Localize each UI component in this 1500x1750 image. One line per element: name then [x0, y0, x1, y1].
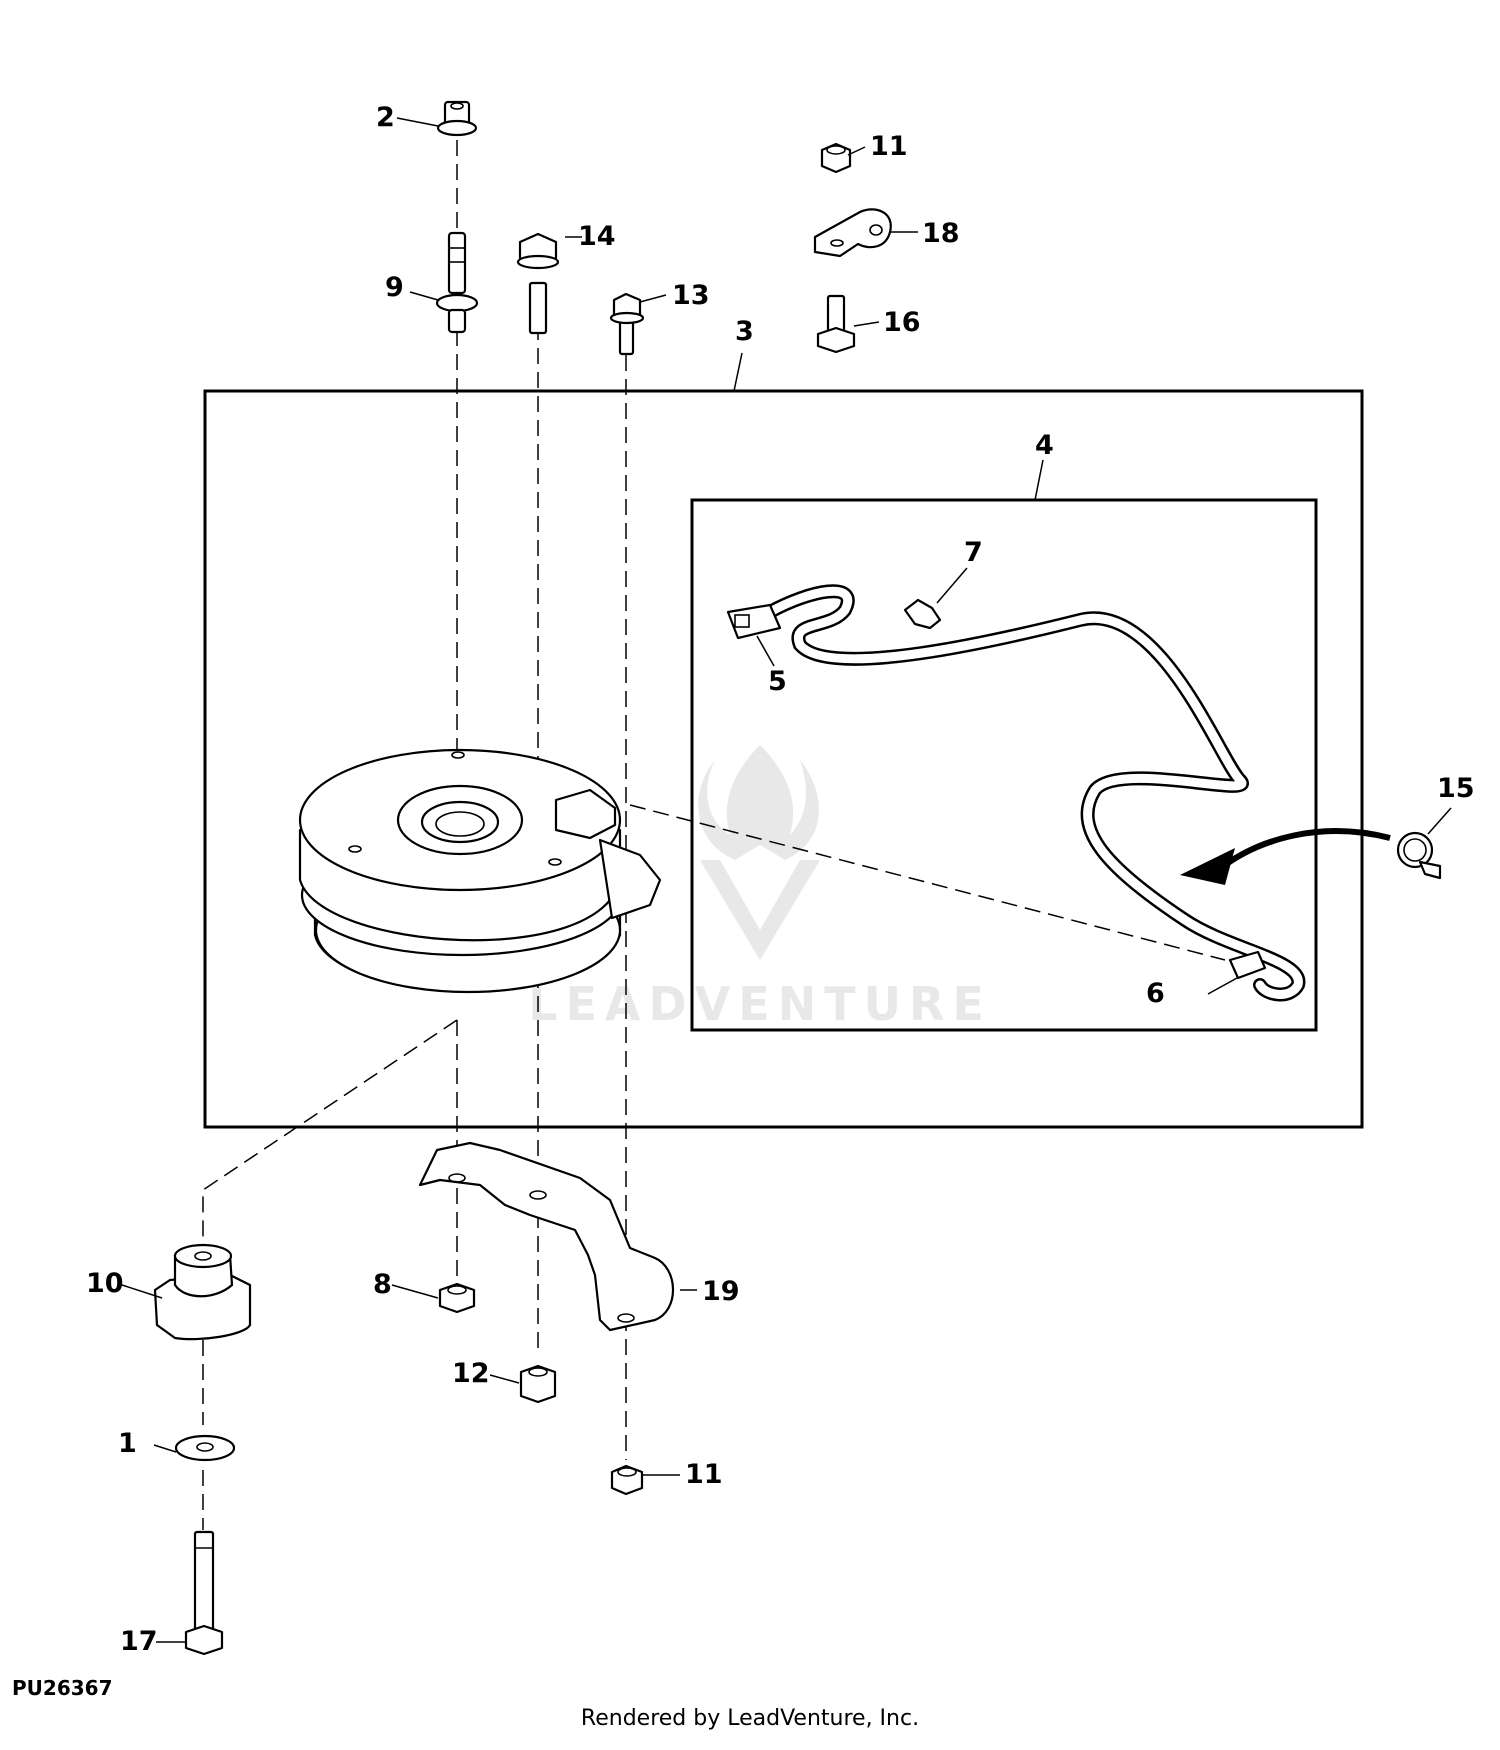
part-16-bolt — [816, 294, 856, 354]
part-2-cap — [436, 100, 478, 137]
clutch-kit-frame — [203, 389, 1364, 1129]
callout-19: 19 — [702, 1276, 740, 1307]
callout-labels: 2 11 18 14 9 13 16 3 4 7 5 6 15 10 8 19 … — [86, 102, 1475, 1657]
part-8-nut — [438, 1282, 476, 1314]
watermark: LEADVENTURE — [528, 745, 992, 1031]
part-18-clamp — [813, 208, 892, 258]
callout-4: 4 — [1035, 430, 1054, 461]
callout-2: 2 — [376, 102, 395, 133]
callout-11-bottom: 11 — [685, 1459, 723, 1490]
wire-harness-frame — [690, 498, 1318, 1032]
callout-15: 15 — [1437, 773, 1475, 804]
callout-11-top: 11 — [870, 131, 908, 162]
part-11-nut-bottom — [610, 1464, 644, 1496]
watermark-flame-icon — [698, 745, 819, 860]
electric-clutch — [298, 748, 662, 994]
callout-5: 5 — [768, 666, 787, 697]
callout-3: 3 — [735, 316, 754, 347]
part-14-bolt — [516, 232, 560, 335]
callout-17: 17 — [120, 1626, 158, 1657]
callout-18: 18 — [922, 218, 960, 249]
callout-14: 14 — [578, 221, 616, 252]
part-19-bracket — [418, 1141, 675, 1332]
callout-12: 12 — [452, 1358, 490, 1389]
part-11-nut-top — [820, 142, 852, 174]
part-13-bolt — [609, 292, 645, 356]
part-7-clip — [903, 598, 942, 630]
leader-lines — [121, 117, 1452, 1643]
callout-16: 16 — [883, 307, 921, 338]
watermark-text: LEADVENTURE — [528, 977, 992, 1031]
callout-9: 9 — [385, 272, 404, 303]
part-12-nut — [519, 1364, 557, 1404]
part-4-wire-harness — [726, 584, 1306, 1002]
part-5-connector — [726, 603, 782, 640]
part-17-bolt — [184, 1530, 224, 1656]
part-10-spacer — [153, 1243, 252, 1341]
part-6-terminal — [1228, 950, 1267, 980]
install-arrow — [1180, 828, 1391, 885]
callout-6: 6 — [1146, 978, 1165, 1009]
callout-10: 10 — [86, 1268, 124, 1299]
callout-8: 8 — [373, 1269, 392, 1300]
footer-credit: Rendered by LeadVenture, Inc. — [580, 1706, 920, 1731]
watermark-v-icon — [700, 860, 820, 960]
part-15-clamp — [1396, 831, 1442, 880]
part-9-stud — [435, 231, 479, 334]
callout-1: 1 — [118, 1428, 137, 1459]
part-1-washer — [174, 1434, 236, 1462]
figure-code: PU26367 — [12, 1676, 113, 1700]
callout-7: 7 — [964, 537, 983, 568]
callout-13: 13 — [672, 280, 710, 311]
